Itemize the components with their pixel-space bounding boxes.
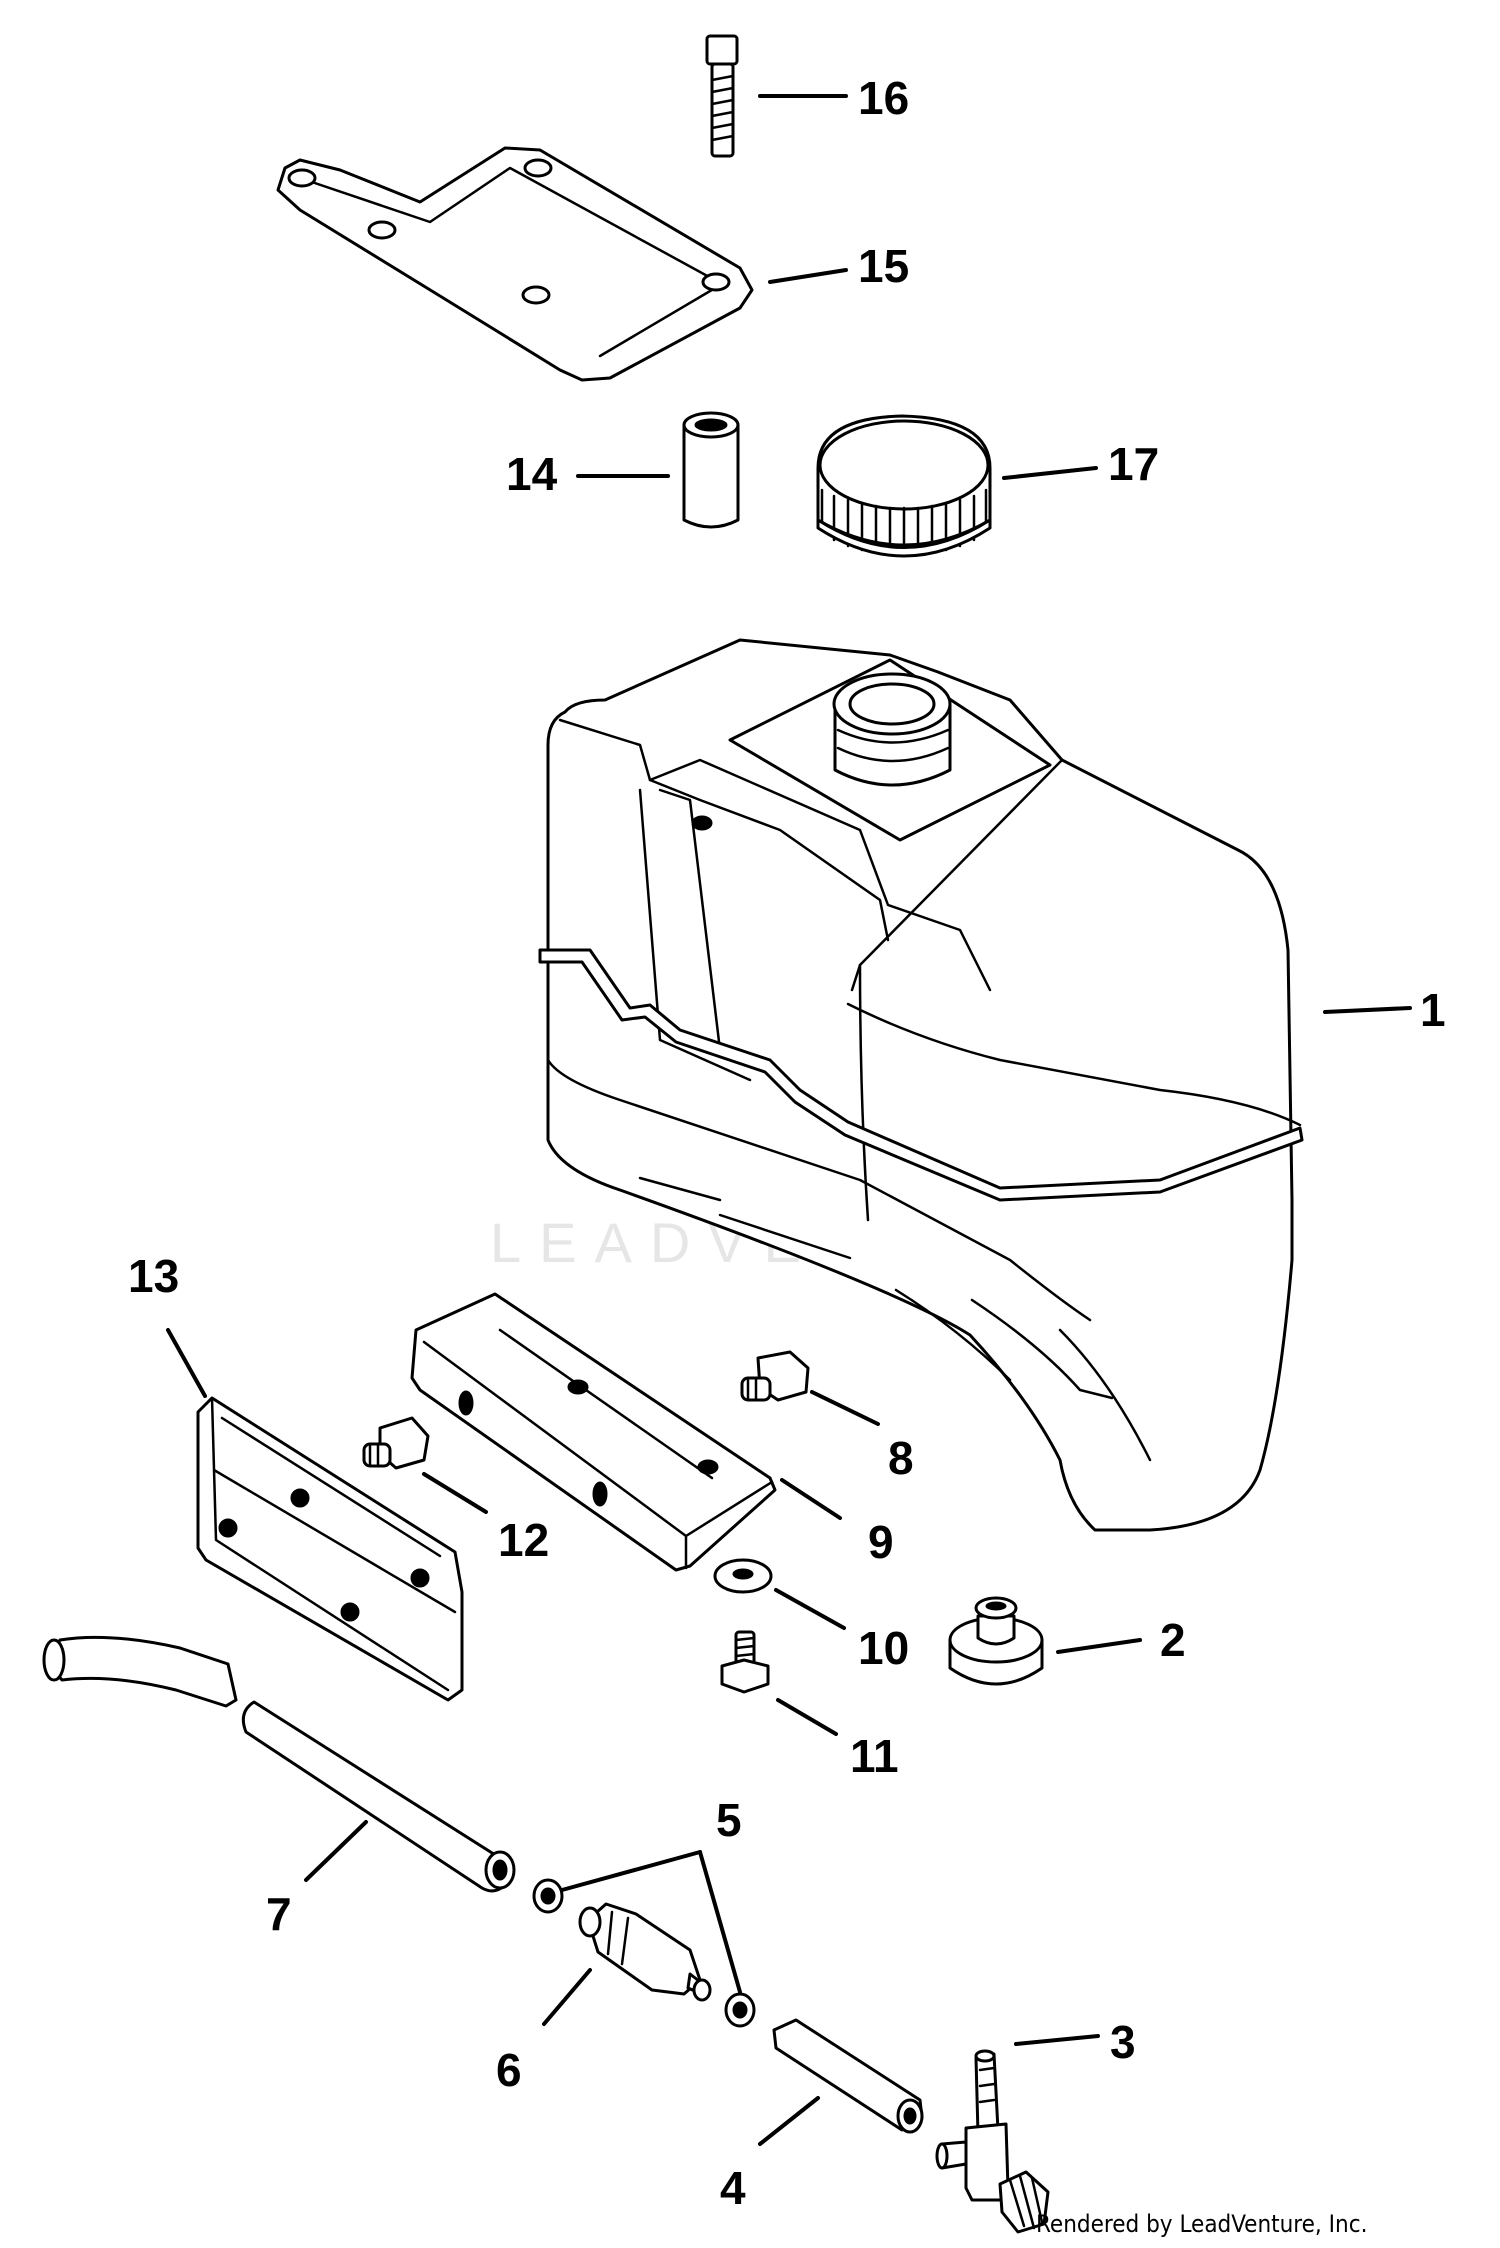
- callout-3: 3: [1110, 2016, 1136, 2068]
- part-16-bolt[interactable]: [705, 34, 739, 158]
- part-3-shutoff-valve[interactable]: [935, 2049, 1050, 2234]
- part-1-fuel-tank[interactable]: [538, 638, 1304, 1532]
- callout-labels: 16 15 14 17 1 13 8 12 9 10 2 11 5 7 3 6 …: [128, 72, 1446, 2214]
- part-14-spacer[interactable]: [682, 411, 740, 529]
- callout-10: 10: [858, 1622, 909, 1674]
- part-5-clamps[interactable]: [532, 1878, 756, 2028]
- part-13-bracket[interactable]: [196, 1396, 464, 1702]
- part-9-angle-bracket[interactable]: [410, 1292, 777, 1572]
- callout-4: 4: [720, 2162, 746, 2214]
- part-15-mounting-plate[interactable]: [276, 146, 754, 382]
- callout-7: 7: [266, 1888, 292, 1940]
- callout-5: 5: [716, 1794, 742, 1846]
- callout-15: 15: [858, 240, 909, 292]
- part-17-fuel-cap[interactable]: [816, 414, 992, 558]
- part-4-fuel-hose[interactable]: [772, 2018, 924, 2134]
- credit-text: Rendered by LeadVenture, Inc.: [1036, 2210, 1367, 2238]
- part-6-fuel-filter[interactable]: [578, 1902, 712, 2002]
- part-8-bolt[interactable]: [740, 1350, 810, 1402]
- callout-9: 9: [868, 1516, 894, 1568]
- callout-14: 14: [506, 448, 558, 500]
- part-7-fuel-hose[interactable]: [42, 1635, 516, 1893]
- callout-16: 16: [858, 72, 909, 124]
- part-2-grommet[interactable]: [948, 1596, 1044, 1686]
- callout-13: 13: [128, 1250, 179, 1302]
- part-12-bolt[interactable]: [362, 1416, 430, 1470]
- callout-2: 2: [1160, 1614, 1186, 1666]
- part-11-bolt[interactable]: [720, 1630, 770, 1694]
- part-10-washer[interactable]: [713, 1558, 773, 1594]
- callout-12: 12: [498, 1514, 549, 1566]
- callout-11: 11: [850, 1730, 899, 1782]
- callout-8: 8: [888, 1432, 914, 1484]
- callout-17: 17: [1108, 438, 1159, 490]
- callout-6: 6: [496, 2044, 522, 2096]
- callout-1: 1: [1420, 984, 1446, 1036]
- leader-lines: [166, 94, 1412, 2146]
